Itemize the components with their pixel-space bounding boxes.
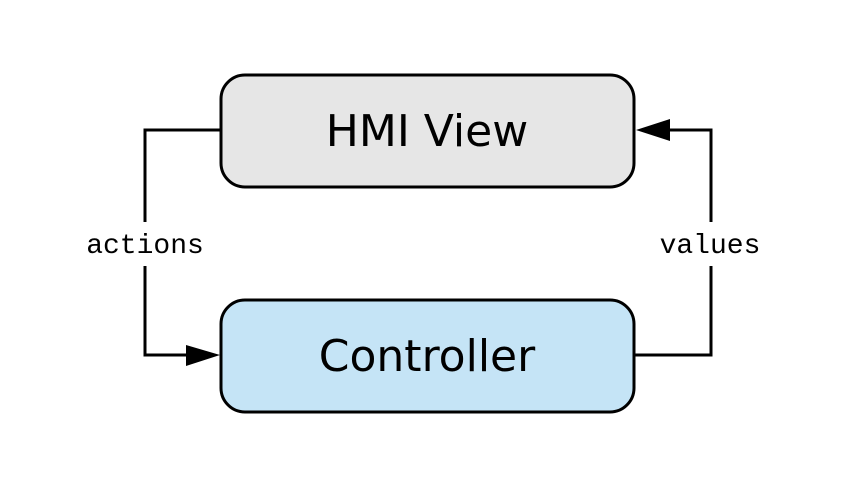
hmi-view-node: HMI View bbox=[219, 73, 636, 189]
hmi-view-label: HMI View bbox=[326, 106, 528, 157]
values-arrowhead bbox=[636, 119, 670, 141]
controller-box bbox=[219, 298, 636, 414]
actions-arrowhead bbox=[186, 345, 220, 366]
actions-label: actions bbox=[86, 231, 204, 262]
hmi-view-box bbox=[219, 73, 636, 189]
values-label: values bbox=[660, 231, 761, 262]
controller-label: Controller bbox=[319, 331, 536, 382]
controller-node: Controller bbox=[219, 298, 636, 414]
actions-label-bg bbox=[70, 222, 220, 266]
values-label-bg bbox=[646, 222, 776, 266]
